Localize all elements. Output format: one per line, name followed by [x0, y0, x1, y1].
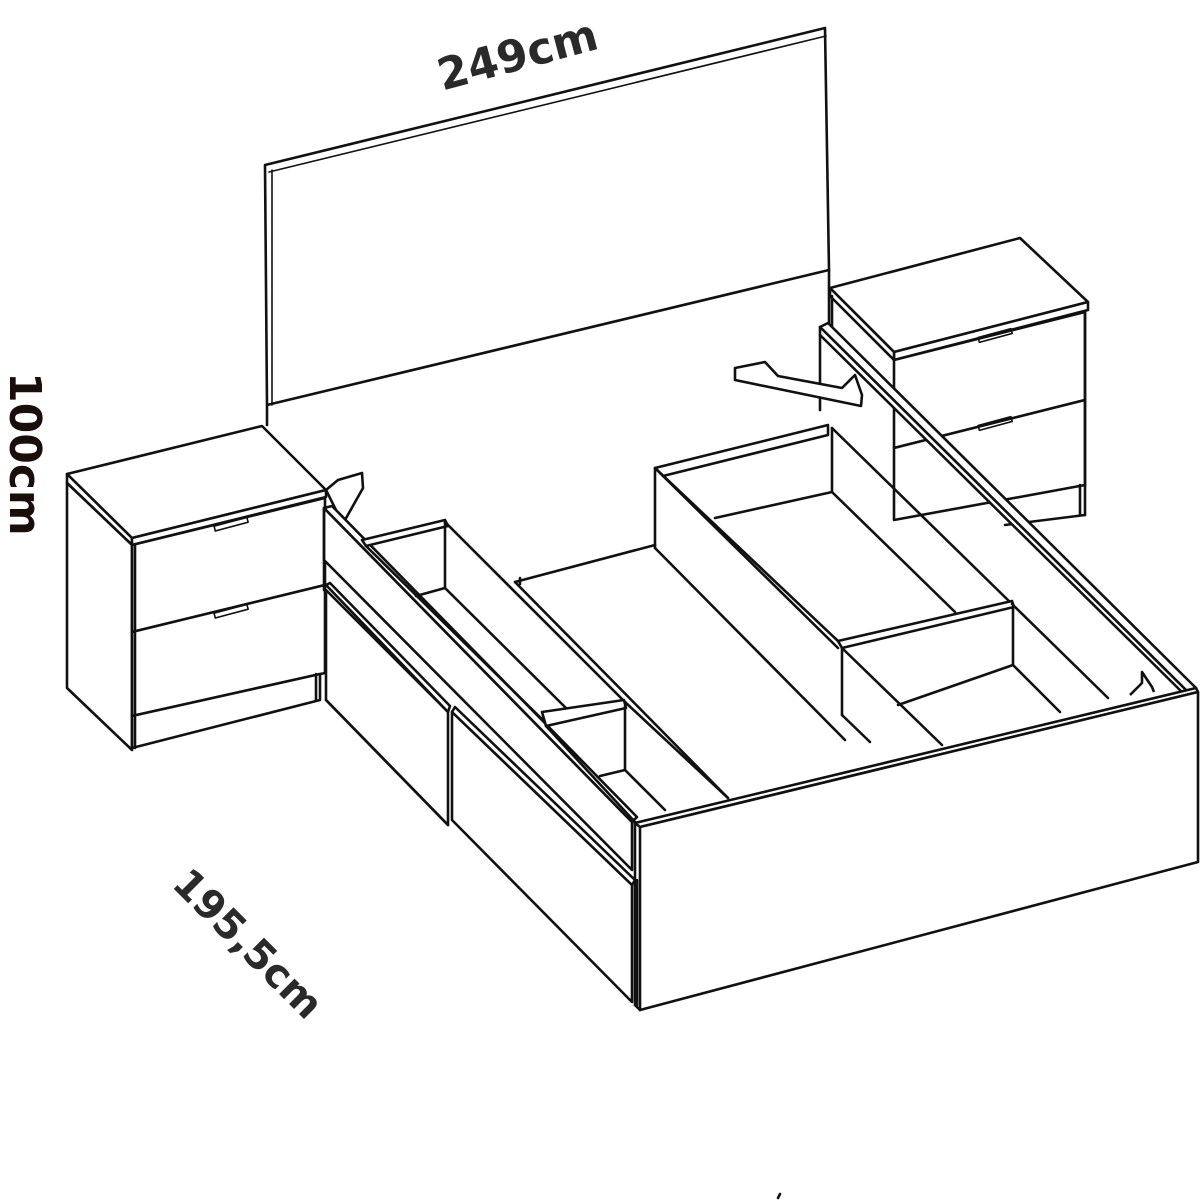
- storage-compartment-back-right: [653, 423, 1014, 742]
- right-nightstand: [828, 236, 1090, 527]
- height-dimension-label: 100cm: [0, 372, 50, 536]
- support-bracket-foot: [1129, 670, 1156, 696]
- storage-compartment-front-right: [836, 599, 1110, 747]
- stray-mark: [776, 1192, 782, 1200]
- storage-compartment-front-left: [540, 698, 730, 824]
- headboard: [263, 26, 831, 427]
- storage-compartment-back-left: [360, 518, 627, 727]
- left-nightstand: [65, 424, 328, 752]
- left-side-drawer-front: [324, 581, 639, 1007]
- bed-footboard: [633, 686, 1200, 1012]
- bed-left-rail: [322, 504, 639, 872]
- support-bracket-right: [733, 360, 864, 408]
- bed-base: [513, 543, 730, 800]
